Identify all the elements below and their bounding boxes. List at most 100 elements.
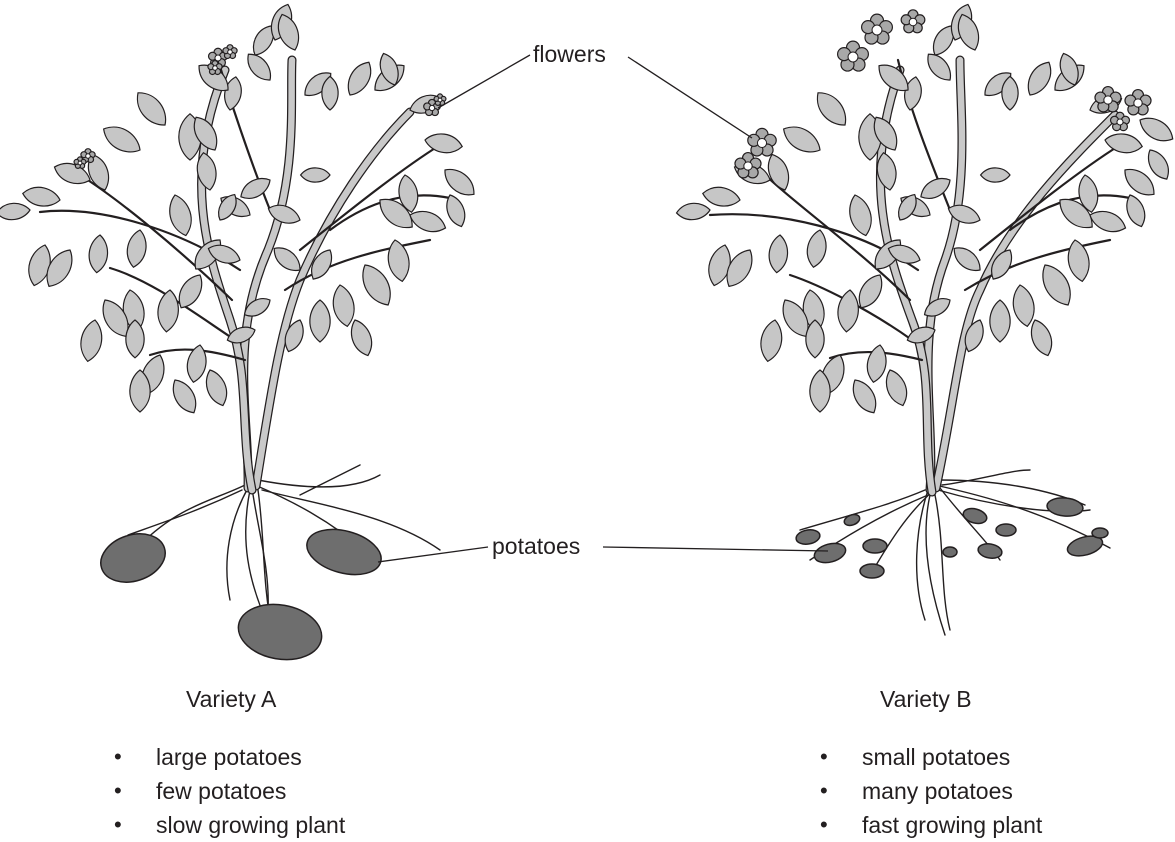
leaf: [165, 192, 195, 238]
bullet: •: [114, 740, 122, 774]
leaf: [0, 202, 31, 221]
leaf: [88, 234, 110, 273]
trait-text: large potatoes: [156, 744, 302, 770]
potato: [996, 524, 1016, 536]
potato: [962, 506, 989, 526]
flower-center: [872, 25, 882, 35]
variety-a-trait-item: • few potatoes: [110, 774, 345, 808]
plant-variety-a: [0, 1, 480, 666]
flower: [838, 41, 869, 71]
bullet: •: [114, 774, 122, 808]
flower-center: [438, 98, 442, 102]
leaf: [156, 289, 180, 333]
potato: [943, 547, 957, 557]
trait-text: few potatoes: [156, 778, 286, 804]
potatoes: [95, 522, 387, 666]
leaf: [439, 163, 480, 201]
root: [800, 490, 925, 530]
bullet: •: [820, 740, 828, 774]
flower: [1125, 90, 1151, 115]
variety-b-trait-item: •many potatoes: [816, 774, 1042, 808]
potato: [1092, 528, 1108, 538]
flowers-leader-line-a: [438, 55, 530, 108]
potato: [302, 522, 386, 582]
flower-center: [744, 162, 752, 170]
root: [128, 490, 242, 535]
leaf: [1026, 317, 1056, 359]
flower: [748, 128, 776, 156]
leaf: [330, 283, 357, 328]
leaf: [21, 184, 61, 209]
leaf: [845, 192, 875, 238]
leaf: [51, 158, 93, 188]
trait-text: many potatoes: [862, 778, 1013, 804]
potato: [795, 528, 821, 546]
leaf: [201, 367, 231, 409]
flower: [901, 10, 925, 33]
leaf: [917, 173, 954, 204]
flower-center: [1104, 96, 1112, 104]
leaf: [310, 300, 330, 342]
variety-b-trait-item: • small potatoes: [816, 740, 1042, 774]
root: [870, 492, 932, 575]
flower: [1095, 87, 1121, 112]
root: [140, 485, 245, 545]
branch: [980, 145, 1120, 250]
leaf: [676, 202, 711, 221]
leaf: [78, 318, 105, 363]
flower: [223, 45, 237, 59]
potato: [1046, 496, 1083, 517]
flower-center: [1117, 119, 1123, 125]
leaf: [701, 184, 741, 209]
variety-a-title: Variety A: [186, 688, 276, 711]
potato: [843, 513, 861, 528]
leaf: [237, 173, 274, 204]
leaf: [342, 58, 377, 100]
leaf: [763, 151, 793, 193]
variety-a-trait-item: •slow growing plant: [110, 808, 345, 842]
potato: [95, 526, 172, 590]
root: [227, 488, 248, 600]
leaf: [847, 375, 882, 417]
leaf: [810, 86, 853, 131]
trait-text: small potatoes: [862, 744, 1010, 770]
potatoes-leader-line-b: [603, 547, 828, 551]
leaf: [301, 168, 330, 182]
variety-a-trait-item: • large potatoes: [110, 740, 345, 774]
potatoes-leader-line-a: [378, 547, 488, 562]
leaf: [949, 242, 985, 276]
flower-center: [228, 50, 233, 55]
leaf: [990, 300, 1010, 342]
leaf: [1022, 58, 1057, 100]
root: [917, 490, 928, 620]
variety-b-title: Variety B: [880, 688, 972, 711]
potato: [860, 564, 884, 578]
potatoes: [795, 496, 1108, 578]
variety-b-traits: •small potatoes •many potatoes •fast gro…: [816, 740, 1042, 842]
bullet: •: [820, 808, 828, 842]
flower-center: [757, 138, 766, 147]
flowers-label: flowers: [533, 43, 606, 66]
flower-center: [213, 66, 218, 71]
flower-center: [848, 52, 858, 62]
flowers-leader-line-b: [628, 57, 752, 138]
leaf: [346, 317, 376, 359]
leaf: [130, 86, 173, 131]
leaf: [768, 234, 790, 273]
leaf: [1010, 283, 1037, 328]
trait-text: slow growing plant: [156, 812, 345, 838]
leaf: [167, 375, 202, 417]
potato: [234, 598, 326, 666]
root: [300, 465, 360, 495]
potato: [812, 540, 848, 566]
leaf: [981, 168, 1010, 182]
potatoes-label: potatoes: [492, 535, 580, 558]
leaf: [864, 343, 889, 383]
leaf: [758, 318, 785, 363]
leaf: [124, 228, 149, 268]
flower-center: [78, 161, 82, 165]
flower-center: [1134, 99, 1142, 107]
leaf: [779, 120, 826, 159]
potato: [977, 542, 1003, 560]
